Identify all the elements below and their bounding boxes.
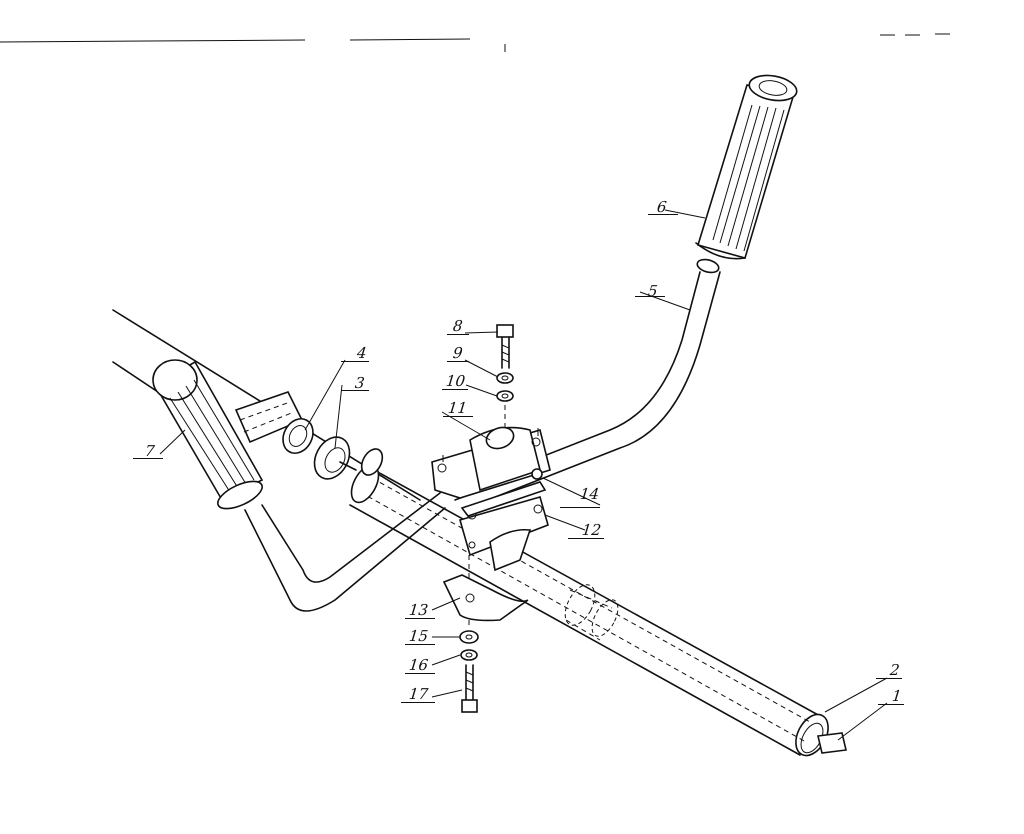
- callout-14: 14: [579, 485, 601, 503]
- sleeve-bushings: [234, 391, 384, 480]
- callout-12-underline: [568, 538, 604, 539]
- callout-7-underline: [133, 458, 163, 459]
- callout-11-underline: [443, 416, 473, 417]
- callout-16: 16: [408, 656, 430, 674]
- callout-1-underline: [878, 704, 904, 705]
- bottom-bracket: [442, 574, 529, 622]
- callout-9: 9: [452, 344, 464, 362]
- callout-2: 2: [889, 661, 901, 679]
- callout-8-underline: [447, 334, 469, 335]
- callout-17-underline: [401, 702, 435, 703]
- callout-10: 10: [445, 372, 467, 390]
- callout-10-underline: [442, 389, 468, 390]
- callout-15: 15: [408, 627, 430, 645]
- callout-9-underline: [447, 361, 469, 362]
- callout-16-underline: [405, 673, 435, 674]
- callout-8: 8: [452, 317, 464, 335]
- callout-11: 11: [447, 399, 469, 417]
- callout-5-underline: [635, 296, 665, 297]
- clamp-spacer: [460, 468, 547, 517]
- callout-13-underline: [405, 618, 435, 619]
- callout-2-underline: [876, 678, 902, 679]
- main-shaft-tube: [349, 464, 829, 757]
- left-grip: [152, 359, 264, 510]
- bottom-bolt-stack: [459, 555, 479, 713]
- callout-7: 7: [144, 442, 156, 460]
- callout-3-underline: [341, 390, 369, 391]
- handlebar: [244, 258, 721, 612]
- top-bolt-stack: [496, 324, 514, 430]
- callout-14-underline: [560, 507, 600, 508]
- header-rule: [0, 33, 950, 52]
- callout-12: 12: [581, 521, 603, 539]
- upper-clamp: [431, 426, 551, 499]
- callout-17: 17: [408, 685, 430, 703]
- callout-13: 13: [408, 601, 430, 619]
- lower-clamp: [459, 496, 549, 572]
- callout-15-underline: [405, 644, 435, 645]
- callout-6: 6: [656, 198, 668, 216]
- callout-6-underline: [648, 214, 678, 215]
- callout-3: 3: [354, 374, 366, 392]
- inner-shaft: [817, 732, 847, 754]
- callout-1: 1: [891, 687, 903, 705]
- callout-4: 4: [356, 344, 368, 362]
- right-grip: [695, 74, 798, 260]
- internal-bearing: [564, 584, 619, 641]
- callout-4-underline: [341, 361, 369, 362]
